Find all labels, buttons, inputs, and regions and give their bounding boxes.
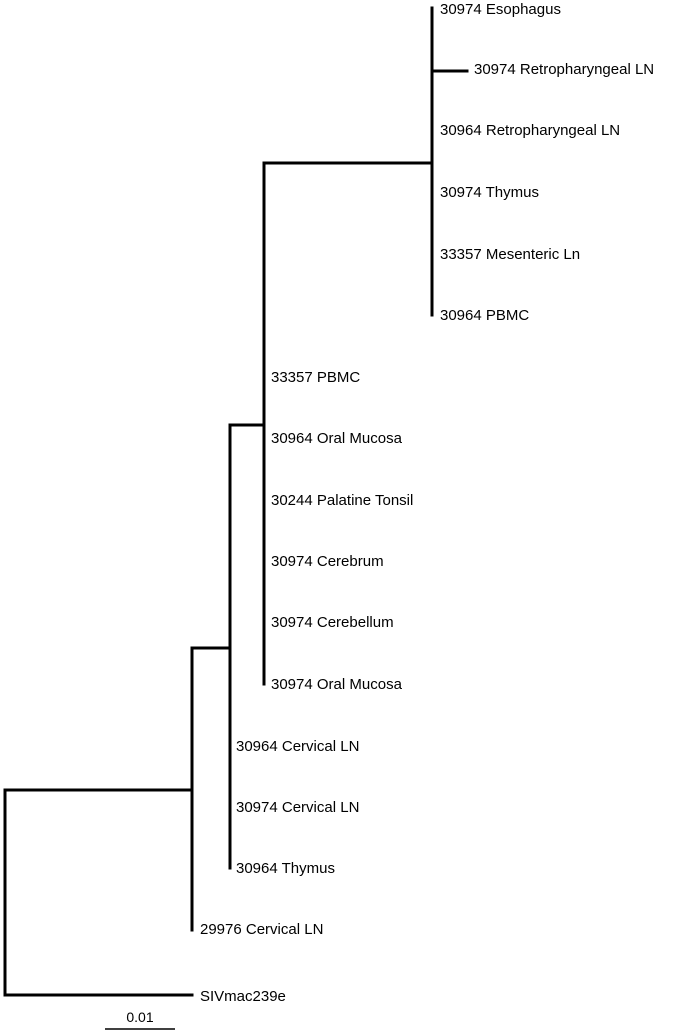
scale-bar-label: 0.01 bbox=[126, 1009, 153, 1025]
leaf-label-30974-oral-mucosa: 30974 Oral Mucosa bbox=[271, 676, 403, 693]
leaf-label-33357-pbmc: 33357 PBMC bbox=[271, 369, 360, 386]
leaf-label-30964-pbmc: 30964 PBMC bbox=[440, 307, 529, 324]
leaf-label-30974-thymus: 30974 Thymus bbox=[440, 184, 539, 201]
scale-bar: 0.01 bbox=[105, 1009, 175, 1030]
leaf-label-30964-thymus: 30964 Thymus bbox=[236, 860, 335, 877]
leaf-label-sivmac239e: SIVmac239e bbox=[200, 988, 286, 1005]
leaf-label-33357-mesenteric-ln: 33357 Mesenteric Ln bbox=[440, 246, 580, 263]
leaf-label-30964-cervical-ln: 30964 Cervical LN bbox=[236, 738, 359, 755]
leaf-label-30974-cerebrum: 30974 Cerebrum bbox=[271, 553, 384, 570]
leaf-label-30244-palatine-tonsil: 30244 Palatine Tonsil bbox=[271, 492, 413, 509]
leaf-label-30974-cervical-ln: 30974 Cervical LN bbox=[236, 799, 359, 816]
leaf-label-29976-cervical-ln: 29976 Cervical LN bbox=[200, 921, 323, 938]
leaf-label-30974-esophagus: 30974 Esophagus bbox=[440, 1, 561, 18]
leaf-label-30974-cerebellum: 30974 Cerebellum bbox=[271, 614, 394, 631]
leaf-labels: 30974 Esophagus 30974 Retropharyngeal LN… bbox=[200, 1, 654, 1005]
leaf-label-30974-retropharyngeal-ln: 30974 Retropharyngeal LN bbox=[474, 61, 654, 78]
tree-branches bbox=[3, 6, 469, 997]
leaf-label-30964-retropharyngeal-ln: 30964 Retropharyngeal LN bbox=[440, 122, 620, 139]
leaf-label-30964-oral-mucosa: 30964 Oral Mucosa bbox=[271, 430, 403, 447]
